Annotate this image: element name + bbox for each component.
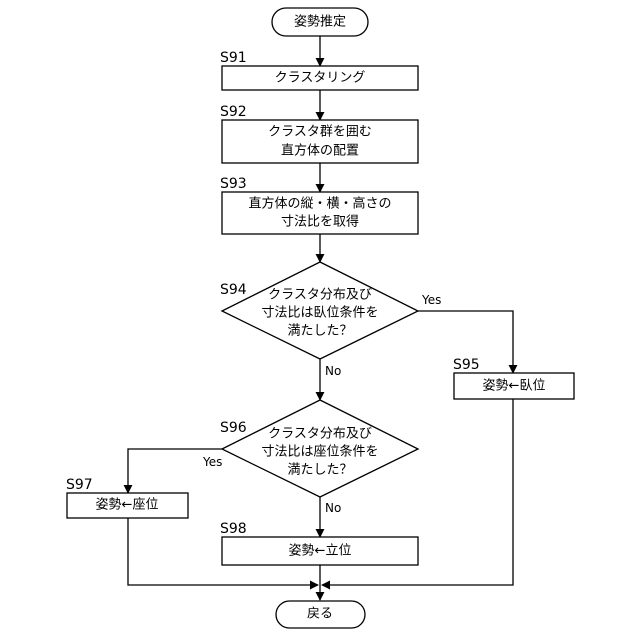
step-s92: S92 クラスタ群を囲む 直方体の配置 <box>220 104 418 163</box>
step-s98: S98 姿勢←立位 <box>220 521 418 565</box>
step-label-s96: S96 <box>220 420 247 436</box>
end-terminal: 戻る <box>276 601 365 628</box>
process-text: 直方体の配置 <box>281 143 359 159</box>
step-label-s91: S91 <box>220 50 247 66</box>
process-text: クラスタリング <box>275 71 366 86</box>
branch-no-label: No <box>325 501 341 515</box>
branch-yes-label: Yes <box>421 293 441 307</box>
step-s97: S97 姿勢←座位 <box>66 477 188 518</box>
step-label-s98: S98 <box>220 521 247 537</box>
start-text: 姿勢推定 <box>294 14 346 30</box>
step-label-s94: S94 <box>220 282 247 298</box>
step-label-s95: S95 <box>453 357 480 373</box>
decision-text: 満たした？ <box>287 463 352 478</box>
step-label-s92: S92 <box>220 104 247 120</box>
decision-text: クラスタ分布及び <box>268 427 372 442</box>
step-label-s97: S97 <box>66 477 93 493</box>
decision-s94: S94 クラスタ分布及び 寸法比は臥位条件を 満たした？ Yes No <box>220 262 441 378</box>
start-terminal: 姿勢推定 <box>272 8 368 36</box>
process-text: クラスタ群を囲む <box>268 125 372 140</box>
process-text: 寸法比を取得 <box>281 214 359 230</box>
branch-no-label: No <box>325 364 341 378</box>
decision-s96: S96 クラスタ分布及び 寸法比は座位条件を 満たした？ Yes No <box>202 400 418 515</box>
decision-text: 寸法比は臥位条件を <box>261 305 378 321</box>
step-label-s93: S93 <box>220 176 247 192</box>
process-text: 姿勢←座位 <box>96 497 159 513</box>
step-s93: S93 直方体の縦・横・高さの 寸法比を取得 <box>220 176 418 234</box>
process-text: 姿勢←臥位 <box>483 378 546 394</box>
decision-text: クラスタ分布及び <box>268 288 372 303</box>
decision-text: 満たした？ <box>287 324 352 339</box>
process-text: 姿勢←立位 <box>289 543 352 559</box>
step-s91: S91 クラスタリング <box>220 50 418 90</box>
branch-yes-label: Yes <box>202 455 222 469</box>
process-text: 直方体の縦・横・高さの <box>248 196 391 212</box>
end-text: 戻る <box>307 607 333 622</box>
decision-text: 寸法比は座位条件を <box>261 444 378 460</box>
